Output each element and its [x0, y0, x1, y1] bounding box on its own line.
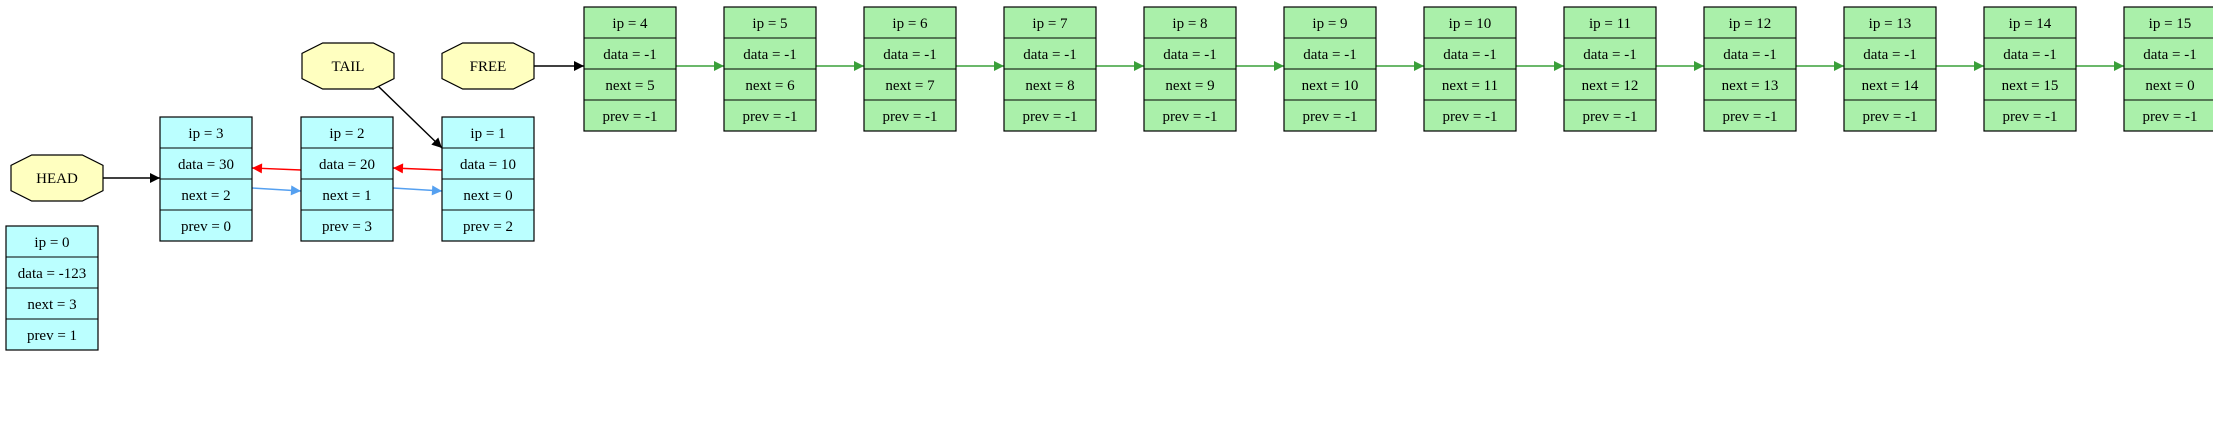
node-field: ip = 15 [2149, 16, 2192, 32]
node-field: ip = 6 [892, 16, 928, 32]
node-field: prev = -1 [1302, 109, 1357, 125]
node-field: ip = 7 [1032, 16, 1068, 32]
node-field: next = 6 [745, 78, 795, 94]
node-field: ip = 0 [34, 235, 69, 251]
node-9: ip = 9 data = -1 next = 10 prev = -1 [1283, 6, 1377, 132]
node-field: ip = 12 [1729, 16, 1772, 32]
node-field: next = 14 [1862, 78, 1919, 94]
edges [103, 61, 2124, 196]
node-field: data = -1 [603, 47, 656, 63]
node-field: data = -1 [1863, 47, 1916, 63]
node-field: data = -1 [1583, 47, 1636, 63]
node-field: data = -1 [1023, 47, 1076, 63]
node-field: next = 8 [1025, 78, 1074, 94]
nodes: ip = 0 data = -123 next = 3 prev = 1 ip = 1 d… [5, 6, 2213, 351]
node-field: next = 13 [1722, 78, 1779, 94]
node-field: next = 1 [322, 188, 371, 204]
node-field: prev = -1 [1722, 109, 1777, 125]
node-field: next = 10 [1302, 78, 1359, 94]
edge-next-2-1 [392, 185, 443, 196]
node-field: ip = 5 [752, 16, 787, 32]
node-field: next = 12 [1582, 78, 1639, 94]
node-field: ip = 4 [612, 16, 648, 32]
pointer-label: HEAD [36, 171, 78, 187]
node-field: prev = 2 [463, 219, 513, 235]
node-field: data = -1 [1443, 47, 1496, 63]
node-field: next = 2 [181, 188, 230, 204]
node-field: prev = 3 [322, 219, 372, 235]
pointer-tail: TAIL [301, 42, 395, 90]
node-field: data = -1 [1163, 47, 1216, 63]
node-field: data = -1 [2143, 47, 2196, 63]
node-1: ip = 1 data = 10 next = 0 prev = 2 [441, 116, 535, 242]
node-field: ip = 10 [1449, 16, 1492, 32]
node-field: data = -1 [743, 47, 796, 63]
node-field: ip = 2 [329, 126, 364, 142]
node-field: data = 10 [460, 157, 516, 173]
node-field: data = -123 [18, 266, 86, 282]
edge-prev-2-3 [251, 163, 302, 174]
node-field: next = 5 [605, 78, 654, 94]
node-11: ip = 11 data = -1 next = 12 prev = -1 [1563, 6, 1657, 132]
node-2: ip = 2 data = 20 next = 1 prev = 3 [300, 116, 394, 242]
node-field: ip = 1 [470, 126, 505, 142]
node-field: ip = 13 [1869, 16, 1912, 32]
pointer-head: HEAD [10, 154, 104, 202]
node-field: ip = 9 [1312, 16, 1347, 32]
node-13: ip = 13 data = -1 next = 14 prev = -1 [1843, 6, 1937, 132]
node-field: prev = -1 [1582, 109, 1637, 125]
node-field: next = 7 [885, 78, 935, 94]
node-field: ip = 3 [188, 126, 223, 142]
pointer-label: FREE [470, 59, 507, 75]
node-field: prev = 0 [181, 219, 231, 235]
node-field: prev = -1 [2142, 109, 2197, 125]
pointer-free: FREE [441, 42, 535, 90]
node-0: ip = 0 data = -123 next = 3 prev = 1 [5, 225, 99, 351]
node-field: ip = 14 [2009, 16, 2052, 32]
node-field: ip = 8 [1172, 16, 1207, 32]
node-10: ip = 10 data = -1 next = 11 prev = -1 [1423, 6, 1517, 132]
node-field: next = 0 [2145, 78, 2194, 94]
node-field: prev = -1 [882, 109, 937, 125]
pointer-octagon [10, 154, 104, 202]
node-3: ip = 3 data = 30 next = 2 prev = 0 [159, 116, 253, 242]
node-field: prev = -1 [1862, 109, 1917, 125]
node-8: ip = 8 data = -1 next = 9 prev = -1 [1143, 6, 1237, 132]
node-field: next = 15 [2002, 78, 2059, 94]
node-4: ip = 4 data = -1 next = 5 prev = -1 [583, 6, 677, 132]
edge-pointer-TAIL-1 [377, 85, 443, 149]
node-field: data = -1 [1303, 47, 1356, 63]
node-field: data = -1 [1723, 47, 1776, 63]
node-field: data = 30 [178, 157, 234, 173]
node-field: data = 20 [319, 157, 375, 173]
node-field: data = -1 [883, 47, 936, 63]
node-12: ip = 12 data = -1 next = 13 prev = -1 [1703, 6, 1797, 132]
pointer-octagon [301, 42, 395, 90]
node-7: ip = 7 data = -1 next = 8 prev = -1 [1003, 6, 1097, 132]
node-5: ip = 5 data = -1 next = 6 prev = -1 [723, 6, 817, 132]
node-field: next = 11 [1442, 78, 1498, 94]
edge-next-3-2 [251, 185, 302, 196]
node-field: prev = -1 [1022, 109, 1077, 125]
node-15: ip = 15 data = -1 next = 0 prev = -1 [2123, 6, 2213, 132]
node-field: next = 3 [27, 297, 76, 313]
node-field: prev = -1 [602, 109, 657, 125]
node-field: prev = -1 [1442, 109, 1497, 125]
node-field: prev = -1 [1162, 109, 1217, 125]
node-field: next = 9 [1165, 78, 1214, 94]
node-field: data = -1 [2003, 47, 2056, 63]
node-14: ip = 14 data = -1 next = 15 prev = -1 [1983, 6, 2077, 132]
node-6: ip = 6 data = -1 next = 7 prev = -1 [863, 6, 957, 132]
pointer-octagon [441, 42, 535, 90]
node-field: next = 0 [463, 188, 512, 204]
node-field: prev = -1 [742, 109, 797, 125]
pointer-label: TAIL [332, 59, 365, 75]
node-field: ip = 11 [1589, 16, 1631, 32]
pointers: HEAD TAIL FREE [10, 42, 535, 202]
node-field: prev = 1 [27, 328, 77, 344]
edge-prev-1-2 [392, 163, 443, 174]
node-field: prev = -1 [2002, 109, 2057, 125]
